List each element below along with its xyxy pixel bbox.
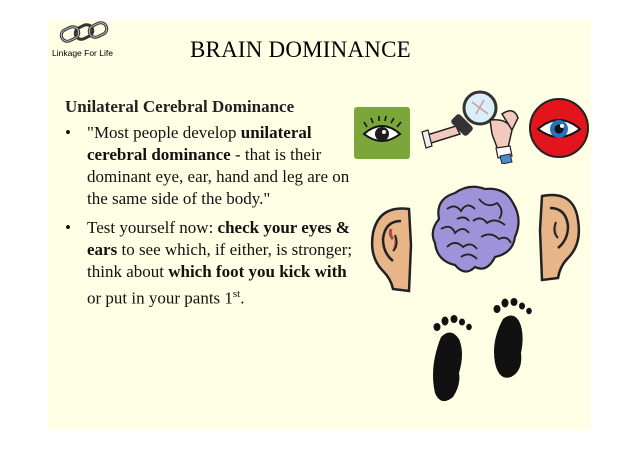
- bullet2-text-2: to see which, if either, is stronger; th…: [87, 240, 353, 281]
- footprints-icon: [433, 298, 532, 402]
- logo: Linkage For Life: [52, 18, 132, 66]
- bullet2-text-4: .: [240, 288, 245, 308]
- bullet-item-1: • "Most people develop unilateral cerebr…: [65, 122, 365, 210]
- bullet2-text-1: Test yourself now:: [87, 218, 214, 237]
- magnifier-hands-icon: [421, 90, 519, 164]
- right-ear-icon: [538, 193, 581, 282]
- bullet-list: • "Most people develop unilateral cerebr…: [65, 122, 365, 310]
- bullet2-bold-2: which foot you kick with: [168, 262, 347, 281]
- logo-text: Linkage For Life: [52, 48, 113, 58]
- bullet-item-2: • Test yourself now: check your eyes & e…: [65, 217, 365, 310]
- left-ear-icon: [370, 207, 413, 293]
- bullet1-text-2: - that is their dominant eye, ear, hand …: [87, 145, 350, 208]
- bullet1-bold: unilateral cerebral dominance: [87, 123, 312, 164]
- red-eye-icon: [529, 98, 589, 158]
- bullet-symbol: •: [65, 123, 71, 142]
- bullet2-superscript: st: [232, 288, 241, 300]
- bullet2-bold-1: check your eyes & ears: [87, 218, 350, 259]
- eye-icon: [354, 107, 410, 159]
- chain-link-icon: [59, 21, 109, 43]
- slide-title: BRAIN DOMINANCE: [190, 37, 411, 62]
- bullet1-text-1: "Most people develop: [87, 123, 237, 142]
- brain-icon: [431, 185, 520, 273]
- section-heading: Unilateral Cerebral Dominance: [65, 97, 295, 116]
- bullet-symbol: •: [65, 218, 71, 237]
- bullet2-text-3: or put in your pants 1: [87, 288, 233, 308]
